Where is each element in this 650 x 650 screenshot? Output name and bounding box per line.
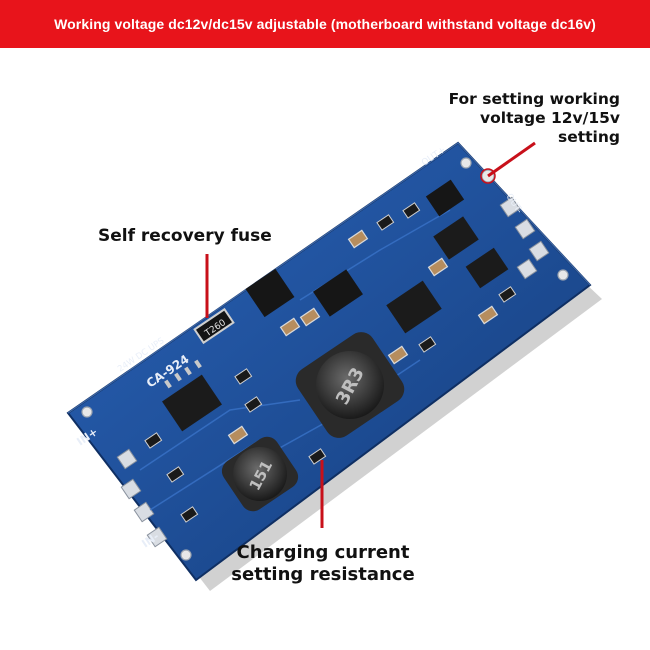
ic-chip: [465, 247, 509, 289]
resistor-callout-line2: setting resistance: [231, 564, 415, 585]
voltage-callout-line2: voltage 12v/15v: [480, 109, 620, 127]
inductor-small: 151: [221, 436, 299, 512]
voltage-jumper-pad: [480, 168, 496, 184]
top-banner: Working voltage dc12v/dc15v adjustable (…: [0, 0, 650, 48]
voltage-pointer: [487, 141, 536, 178]
voltage-callout: For setting working voltage 12v/15v sett…: [380, 90, 620, 147]
fuse-callout: Self recovery fuse: [98, 226, 272, 246]
inductor-large: 3R3: [295, 332, 405, 438]
ic-chip: [162, 359, 222, 432]
input-pads: [116, 448, 168, 548]
smd-resistors: [144, 202, 517, 523]
output-pads: [499, 196, 550, 280]
resistor-callout: Charging current setting resistance: [228, 542, 418, 586]
mounting-holes: [81, 157, 569, 561]
ic-chip: [433, 216, 479, 260]
smd-capacitors: [227, 229, 499, 445]
voltage-callout-line1: For setting working: [448, 90, 620, 108]
voltage-callout-line3: setting: [558, 128, 620, 146]
ic-chip: [386, 280, 442, 334]
resistor-callout-line1: Charging current: [236, 542, 410, 563]
power-mosfet: [245, 179, 465, 318]
